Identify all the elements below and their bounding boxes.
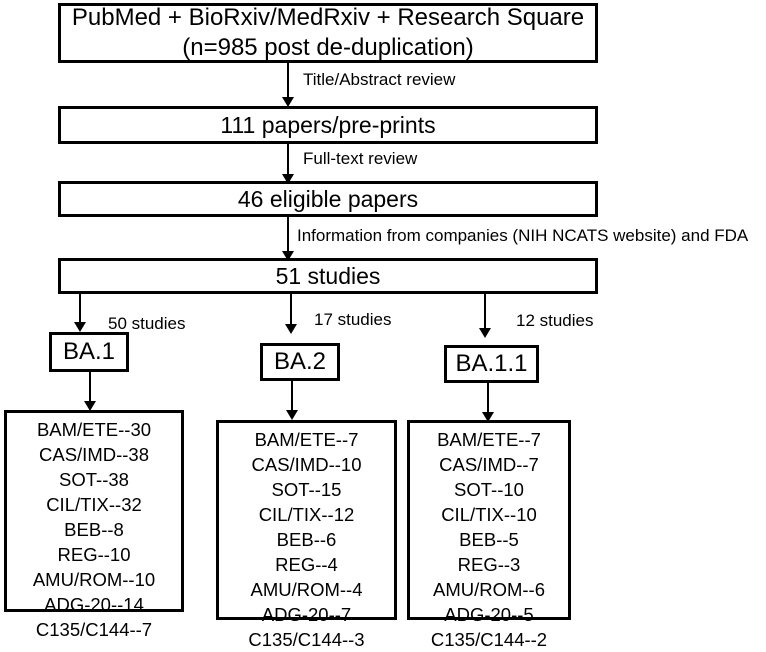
list-item: BAM/ETE--7 xyxy=(437,429,541,450)
list-item: SOT--10 xyxy=(454,479,524,500)
branch-2-count: 17 studies xyxy=(314,310,392,329)
branch-1-count: 50 studies xyxy=(108,314,186,333)
list-item: ADG-20--5 xyxy=(444,604,534,625)
list-box-ba1: BAM/ETE--30 CAS/IMD--38 SOT--38 CIL/TIX-… xyxy=(4,410,184,640)
step-1-label: Title/Abstract review xyxy=(303,70,456,89)
branch-2-list-arrow-shaft xyxy=(291,381,293,413)
list-item: BAM/ETE--7 xyxy=(254,429,359,450)
variant-box-ba2: BA.2 xyxy=(260,343,340,381)
list-item: BAM/ETE--30 xyxy=(36,419,152,440)
list-item: C135/C144--7 xyxy=(35,619,153,640)
list-item: REG--10 xyxy=(57,544,131,565)
list-item: CAS/IMD--10 xyxy=(251,454,362,475)
list-item: ADG-20--7 xyxy=(261,604,352,625)
branch-2-arrow-shaft xyxy=(290,294,292,326)
sources-line-1: PubMed + BioRxiv/MedRxiv + Research Squa… xyxy=(71,4,585,31)
list-item: CAS/IMD--38 xyxy=(39,444,149,465)
list-item: BEB--5 xyxy=(459,529,519,550)
list-item: ADG-20--14 xyxy=(44,594,144,615)
branch-3-arrow-shaft xyxy=(484,294,486,330)
variant-label-ba11: BA.1.1 xyxy=(455,350,528,377)
list-item: SOT--38 xyxy=(59,469,129,490)
flow-diagram: PubMed + BioRxiv/MedRxiv + Research Squa… xyxy=(4,3,749,650)
list-box-ba11: BAM/ETE--7 CAS/IMD--7 SOT--10 CIL/TIX--1… xyxy=(407,420,571,650)
list-item: CIL/TIX--32 xyxy=(46,494,142,515)
branch-3-count: 12 studies xyxy=(516,311,594,330)
branch-3-arrow-head xyxy=(479,328,491,338)
branch-3-list-arrow-head xyxy=(482,412,494,422)
list-item: CAS/IMD--7 xyxy=(439,454,539,475)
branch-2-arrow-head xyxy=(285,324,297,334)
branch-2-list-arrow-head xyxy=(286,410,298,420)
variant-label-ba2: BA.2 xyxy=(273,348,327,375)
list-item: C135/C144--3 xyxy=(248,629,365,650)
list-item: BEB--6 xyxy=(276,529,337,550)
arrow-1-shaft xyxy=(287,63,289,99)
list-item: CIL/TIX--12 xyxy=(258,504,355,525)
branch-1-arrow-shaft xyxy=(79,294,81,324)
sources-line-2: (n=985 post de-duplication) xyxy=(182,34,474,61)
studies-text: 51 studies xyxy=(275,262,381,289)
arrow-1-head xyxy=(282,97,294,107)
list-item: CIL/TIX--10 xyxy=(441,504,537,525)
variant-label-ba1: BA.1 xyxy=(62,338,116,365)
arrow-3-head xyxy=(282,251,294,261)
arrow-3-shaft xyxy=(287,217,289,253)
list-item: AMU/ROM--4 xyxy=(250,579,363,600)
arrow-2-head xyxy=(282,174,294,184)
eligible-text: 46 eligible papers xyxy=(237,185,419,212)
list-item: BEB--8 xyxy=(64,519,124,540)
list-item: AMU/ROM--10 xyxy=(32,569,156,590)
list-item: C135/C144--2 xyxy=(430,629,548,650)
list-box-ba2: BAM/ETE--7 CAS/IMD--10 SOT--15 CIL/TIX--… xyxy=(216,420,397,650)
arrow-2-shaft xyxy=(287,144,289,176)
sources-box: PubMed + BioRxiv/MedRxiv + Research Squa… xyxy=(58,3,598,63)
list-item: AMU/ROM--6 xyxy=(432,579,546,600)
papers-box: 111 papers/pre-prints xyxy=(58,106,598,144)
step-3-label: Information from companies (NIH NCATS we… xyxy=(297,226,749,245)
branch-1-list-arrow-head xyxy=(84,401,96,411)
step-2-label: Full-text review xyxy=(303,149,418,168)
branch-3-list-arrow-shaft xyxy=(487,383,489,415)
list-item: SOT--15 xyxy=(271,479,342,500)
list-item: REG--4 xyxy=(275,554,338,575)
variant-box-ba11: BA.1.1 xyxy=(444,345,539,383)
branch-1-list-arrow-shaft xyxy=(89,372,91,404)
studies-box: 51 studies xyxy=(58,258,598,294)
eligible-box: 46 eligible papers xyxy=(58,181,598,217)
variant-box-ba1: BA.1 xyxy=(49,332,129,372)
papers-text: 111 papers/pre-prints xyxy=(220,111,436,138)
list-item: REG--3 xyxy=(457,554,521,575)
branch-1-arrow-head xyxy=(74,322,86,332)
